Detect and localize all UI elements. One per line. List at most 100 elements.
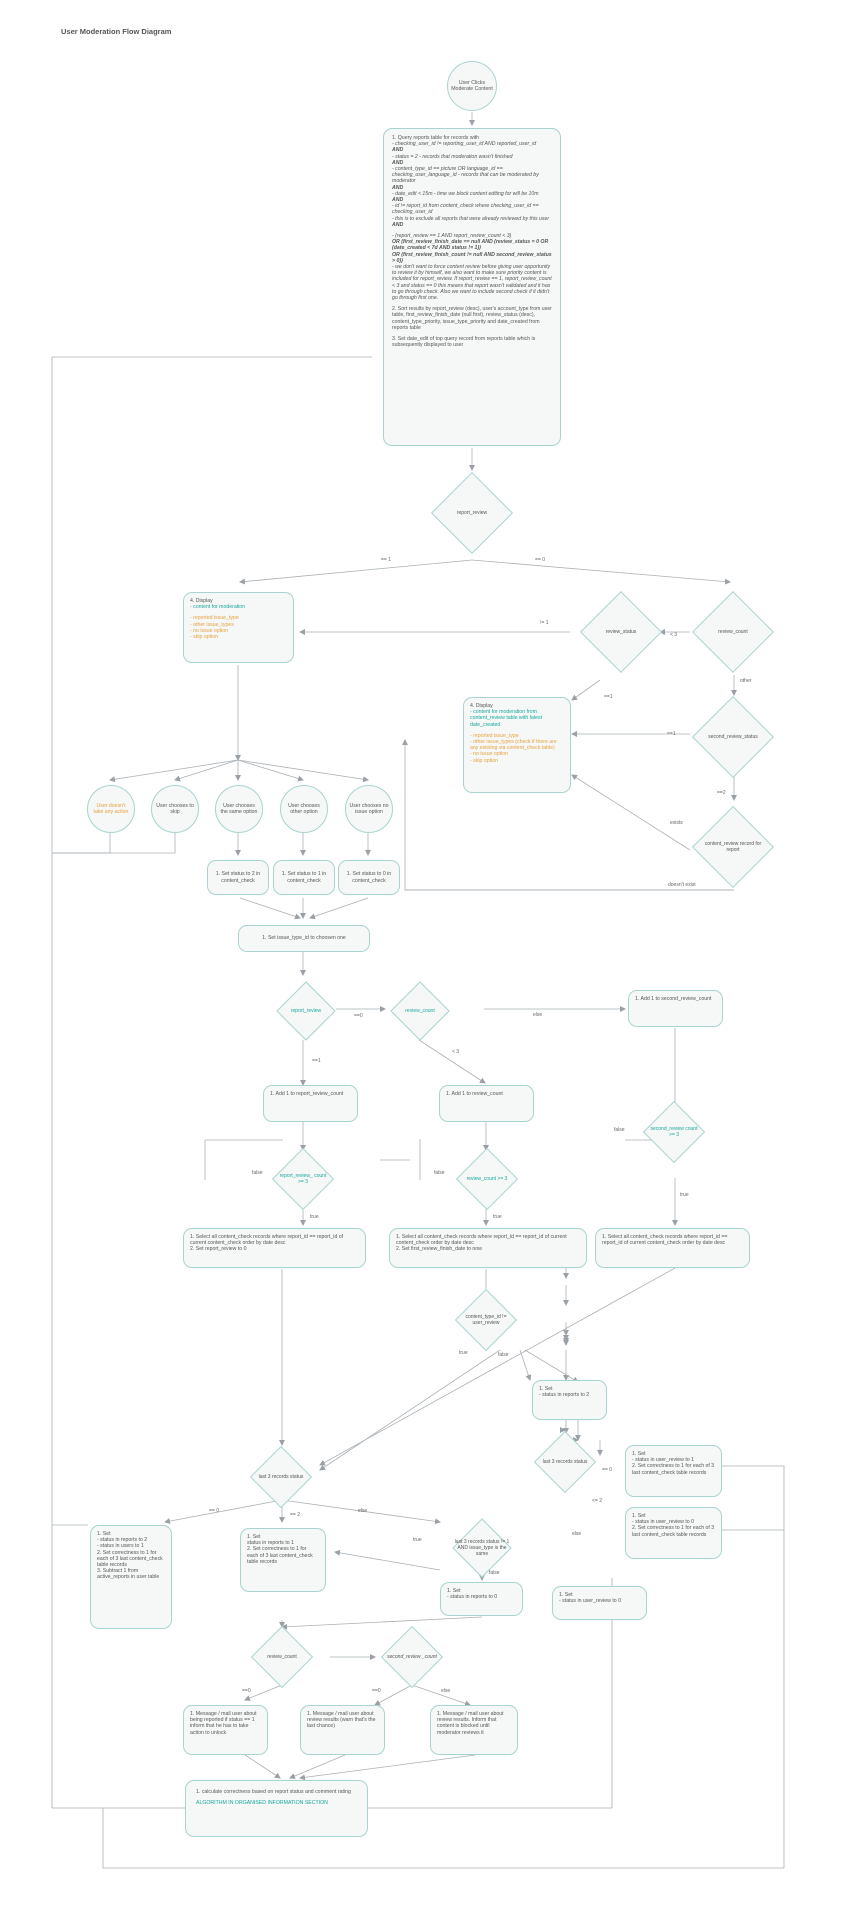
edge-label: false — [489, 1570, 500, 1576]
user-no-action-node: User doesn't take any action — [87, 785, 135, 833]
query-line: AND — [392, 197, 404, 204]
calculate-correctness-box: 1. calculate correctness based on report… — [185, 1780, 368, 1837]
set-user-review-0-line: 1. Set — [559, 1592, 573, 1598]
add-second-review-count-box: 1. Add 1 to second_review_count — [628, 990, 723, 1027]
review-count-4-label: review_count — [267, 1654, 297, 1660]
right-set1-line: 2. Set correctness to 1 for each of 3 la… — [632, 1463, 715, 1476]
query-line: AND — [392, 184, 404, 191]
display-b-line: - other issue_types (check if there are … — [470, 739, 557, 752]
edge-label: == 0 — [602, 1467, 613, 1473]
edge-label: == 1 — [381, 557, 392, 563]
display-b-line: - reported issue_type — [470, 732, 519, 739]
last3-right-label: last 3 records status — [542, 1459, 588, 1465]
edge-label: == 2 — [290, 1512, 301, 1518]
edge-label: < 3 — [670, 632, 678, 638]
display-a-line: - other issue_types — [190, 621, 234, 628]
query-reports-text: 1. Query reports table for records with -… — [392, 135, 552, 349]
review-count-label: review_count — [718, 629, 748, 635]
query-line: - id != report_id from content_check whe… — [392, 203, 539, 216]
mid-set-line: 2. Set correctness to 1 for each of 3 la… — [247, 1546, 313, 1565]
query-line: 1. Query reports table for records with — [392, 135, 480, 141]
set-reports-0-line: 1. Set — [447, 1588, 461, 1594]
set-user-review-0-line: - status in user_review to 0 — [559, 1598, 621, 1605]
query-reports-box: 1. Query reports table for records with -… — [383, 128, 561, 446]
query-line: AND — [392, 159, 404, 166]
report-review-decision-label: report_review — [456, 510, 488, 516]
display-a-line: 4. Display — [190, 598, 213, 604]
review-count-2-label: review_count — [405, 1008, 435, 1014]
report-review-count-label: report_review_ count >= 3 — [279, 1173, 327, 1185]
set-status-reports-2-box: 1. Set - status in reports to 2 — [532, 1380, 607, 1420]
set-reports-0-box: 1. Set - status in reports to 0 — [440, 1582, 523, 1616]
review-count-3-label: review_count >= 3 — [466, 1176, 508, 1182]
start-node: User Clicks Moderate Content — [447, 61, 497, 111]
user-other-option-label: User chooses other option — [288, 802, 320, 815]
query-line: - status = 2 - records that moderation w… — [392, 153, 513, 160]
edge-label: == 0 — [535, 557, 546, 563]
right-set0-line: 1. Set — [632, 1513, 646, 1519]
user-no-action-label: User doesn't take any action — [93, 802, 129, 815]
set-user-review-0-box: 1. Set - status in user_review to 0 — [552, 1586, 647, 1620]
edge-label: true — [493, 1214, 502, 1220]
message-blocked-box: 1. Message / mail user about review resu… — [430, 1705, 518, 1755]
edge-label: ==0 — [372, 1688, 381, 1694]
left-set-line: 2. Set correctness to 1 for each of 3 la… — [97, 1549, 163, 1569]
message-blocked-text: 1. Message / mail user about review resu… — [437, 1711, 504, 1736]
add-report-review-count-box: 1. Add 1 to report_review_count — [263, 1085, 358, 1122]
edge-label: true — [413, 1537, 422, 1543]
query-line: OR (first_review_finish_date == null AND… — [392, 239, 549, 252]
query-line: - date_edit < 15m - time we block conten… — [392, 190, 539, 197]
edge-label: ==1 — [667, 731, 676, 737]
edge-label: other — [740, 678, 752, 684]
edge-label: ==0 — [354, 1013, 363, 1019]
set-status-2-text: 1. Set status to 2 in content_check — [215, 871, 261, 884]
display-content-box: 4. Display - content for moderation - re… — [183, 592, 294, 663]
display-a-line: - reported issue_type — [190, 615, 239, 622]
edge-label: < 3 — [452, 1049, 460, 1055]
set-status-0-box: 1. Set status to 0 in content_check — [338, 860, 400, 895]
start-node-label: User Clicks Moderate Content — [451, 79, 493, 92]
last3-issue-label: last 3 records status != 1 AND issue_typ… — [454, 1539, 510, 1557]
mid-set-line: 1. Set — [247, 1534, 261, 1540]
select-b-line: 1. Select all content_check records wher… — [396, 1234, 567, 1247]
edge-label: else — [572, 1531, 582, 1537]
query-line: - we don't want to force content review … — [392, 264, 552, 302]
set-status-reports-2-line: - status in reports to 2 — [539, 1392, 590, 1399]
message-reported-box: 1. Message / mail user about being repor… — [183, 1705, 268, 1755]
edge-label: true — [459, 1350, 468, 1356]
content-review-record-label: content_review record for report — [704, 841, 762, 853]
right-set-user-review-0-box: 1. Set - status in user_review to 0 2. S… — [625, 1507, 722, 1559]
select-a-line: 1. Select all content_check records wher… — [190, 1234, 344, 1247]
set-status-1-box: 1. Set status to 1 in content_check — [273, 860, 335, 895]
report-review-2-label: report_review — [290, 1008, 322, 1014]
select-c-line: 1. Select all content_check records wher… — [602, 1234, 728, 1247]
set-status-reports-2-line: 1. Set — [539, 1386, 553, 1392]
query-line: 3. Set date_edit of top query record fro… — [392, 336, 536, 349]
select-report-review-box: 1. Select all content_check records wher… — [183, 1228, 366, 1268]
display-a-line: - skip option — [190, 634, 218, 641]
user-same-option-node: User chooses the same option — [215, 785, 263, 833]
right-set1-line: - status in user_review to 1 — [632, 1457, 694, 1464]
mid-set-line: status in reports to 1 — [247, 1540, 294, 1547]
last3-left-label: last 3 records status — [258, 1474, 304, 1480]
edge-label: false — [498, 1352, 509, 1358]
edge-label: true — [680, 1192, 689, 1198]
query-line: - this is to exclude all reports that we… — [392, 215, 550, 222]
edge-label: false — [434, 1170, 445, 1176]
left-set-line: 1. Set — [97, 1531, 111, 1537]
user-skip-node: User chooses to skip — [151, 785, 199, 833]
edge-label: doesn't exist — [668, 882, 696, 888]
select-second-review-box: 1. Select all content_check records wher… — [595, 1228, 750, 1268]
message-review-results-box: 1. Message / mail user about review resu… — [300, 1705, 385, 1755]
left-set-line: - status in reports to 2 — [97, 1537, 148, 1544]
left-set-line: 3. Subtract 1 from active_reports in use… — [97, 1568, 160, 1581]
display-b-line: - content for moderation from content_re… — [470, 709, 543, 728]
select-b-line: 2. Set first_review_finish_date to now — [396, 1246, 482, 1253]
edge-label: ==1 — [312, 1058, 321, 1064]
user-no-issue-node: User chooses no issue option — [345, 785, 393, 833]
page-title: User Moderation Flow Diagram — [61, 27, 172, 36]
edge-label: != 1 — [540, 620, 549, 626]
right-set-user-review-1-box: 1. Set - status in user_review to 1 2. S… — [625, 1445, 722, 1497]
